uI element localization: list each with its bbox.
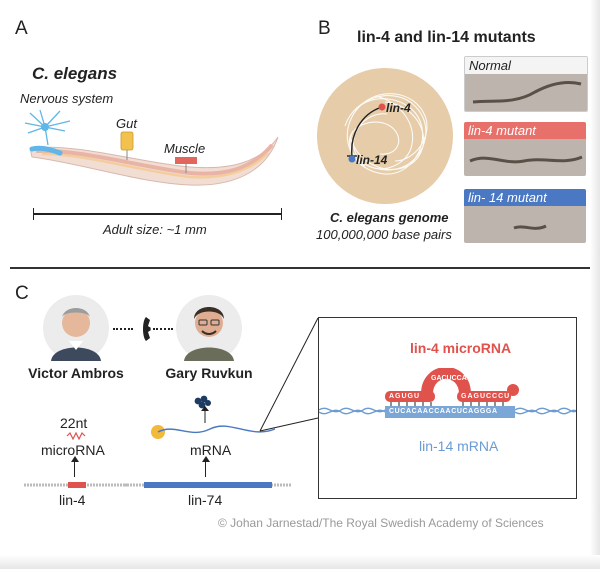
seq-bottom: CUCACAACCAACUCAGGGA (389, 408, 498, 415)
thumb-lin14: lin- 14 mutant (464, 189, 586, 243)
credit-line: © Johan Jarnestad/The Royal Swedish Acad… (218, 516, 544, 530)
zoom-box: lin-4 microRNA AGUGU GACUCCA GAGUCCCU CU… (318, 317, 577, 499)
scale-bar (34, 213, 282, 215)
zoom-title: lin-4 microRNA (410, 340, 512, 356)
thumb-lin4-image (464, 139, 586, 176)
adult-size-label: Adult size: ~1 mm (103, 222, 207, 237)
nervous-system-label: Nervous system (20, 91, 114, 106)
panel-c-letter: C (15, 283, 29, 304)
dotted-connector-right (153, 328, 173, 330)
person-gary-ruvkun: Gary Ruvkun (165, 365, 253, 381)
thumb-normal-image (465, 74, 587, 111)
seq-right: GAGUCCCU (461, 393, 511, 400)
worm-illustration (24, 109, 279, 186)
seq-left: AGUGU (389, 393, 421, 400)
panel-b-title: lin-4 and lin-14 mutants (357, 29, 536, 46)
panel-a-title: C. elegans (32, 64, 118, 83)
micro-rna-label: microRNA (41, 442, 105, 458)
avatar-gary-ruvkun (176, 295, 242, 361)
thumb-lin4-label: lin-4 mutant (464, 122, 586, 139)
lin4-gene-label: lin-4 (59, 492, 86, 508)
lin74-dna-strand (124, 482, 292, 488)
section-divider (10, 267, 590, 269)
seq-loop: GACUCCA (431, 375, 467, 382)
phone-icon (140, 315, 164, 348)
person-victor-ambros: Victor Ambros (28, 365, 124, 381)
scale-bar-tick-left (33, 208, 34, 220)
zoom-sub: lin-14 mRNA (419, 438, 499, 454)
lin4-dna-strand (24, 482, 128, 488)
genome-circle (317, 68, 453, 204)
panel-a-letter: A (15, 18, 28, 39)
avatar-victor-ambros (43, 295, 109, 361)
gene-lin4-label: lin-4 (386, 101, 411, 115)
micro-rna-squiggle (66, 432, 86, 440)
genome-title: C. elegans genome (330, 210, 449, 225)
zoom-connector (259, 317, 319, 432)
right-shadow (590, 0, 600, 569)
mrna-label: mRNA (190, 442, 232, 458)
thumb-normal-label: Normal (465, 57, 587, 74)
scale-bar-tick-right (281, 208, 282, 220)
bottom-shadow (0, 555, 600, 569)
micro-rna-length: 22nt (60, 415, 88, 431)
thumb-normal: Normal (464, 56, 588, 112)
thumb-lin14-label: lin- 14 mutant (464, 189, 586, 206)
lin74-gene-label: lin-74 (188, 492, 223, 508)
muscle-label: Muscle (164, 141, 206, 156)
arrow-up-mid-head (202, 456, 210, 462)
genome-size: 100,000,000 base pairs (316, 227, 452, 242)
arrow-up-left-head (71, 456, 79, 462)
arrow-up-mid (205, 459, 206, 477)
ribosome-protein-icon (151, 395, 276, 439)
arrow-up-left (74, 459, 75, 477)
panel-b-letter: B (318, 18, 331, 39)
gene-lin14-label: lin-14 (356, 153, 388, 167)
gut-label: Gut (116, 116, 137, 131)
duplex-illustration (319, 368, 576, 418)
thumb-lin4: lin-4 mutant (464, 122, 586, 176)
thumb-lin14-image (464, 206, 586, 243)
dotted-connector-left (113, 328, 133, 330)
